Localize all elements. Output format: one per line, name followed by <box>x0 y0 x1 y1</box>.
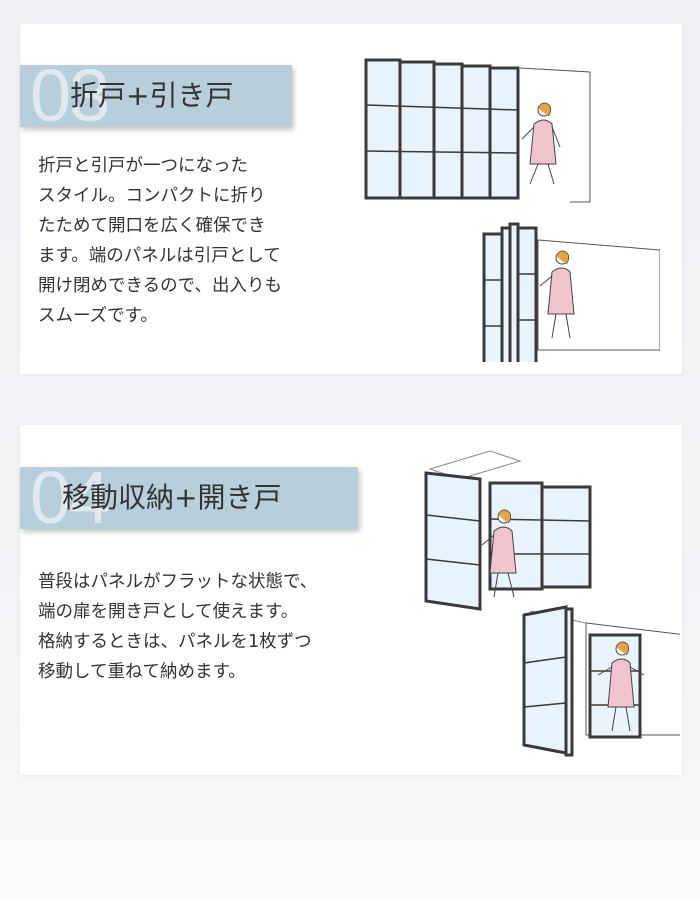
closed-panels-illustration <box>364 58 591 203</box>
person-icon <box>481 509 517 598</box>
description-line: 折戸と引戸が一つになった <box>38 156 248 176</box>
section-description: 普段はパネルがフラットな状態で、 端の扉を開き戸として使えます。 格納するときは… <box>38 567 418 687</box>
description-line: たためて開口を広く確保でき <box>38 216 266 236</box>
section-card-moving-storage-hinged: 04 移動収納+開き戸 普段はパネルがフラットな状態で、 端の扉を開き戸として使… <box>20 425 682 775</box>
section-label-bar: 03 折戸+引き戸 <box>20 65 292 127</box>
person-icon <box>521 102 561 185</box>
flat-panels-illustration <box>424 450 592 611</box>
section-description: 折戸と引戸が一つになった スタイル。コンパクトに折り たためて開口を広く確保でき… <box>38 151 368 331</box>
description-line: スタイル。コンパクトに折り <box>38 186 266 206</box>
person-icon <box>539 250 575 339</box>
description-line: 移動して重ねて納めます。 <box>38 662 246 682</box>
description-line: スムーズです。 <box>38 306 158 326</box>
section-title: 折戸+引き戸 <box>70 79 234 112</box>
section-number-watermark: 04 <box>30 467 110 529</box>
description-line: 開け閉めできるので、出入りも <box>38 276 282 296</box>
folded-panels-illustration <box>482 222 660 362</box>
person-icon <box>597 641 645 732</box>
section-label-bar: 04 移動収納+開き戸 <box>20 467 358 529</box>
folding-sliding-door-illustration <box>364 58 660 362</box>
stacked-panels-illustration <box>522 605 680 757</box>
description-line: 格納するときは、パネルを1枚ずつ <box>38 632 312 652</box>
description-line: 普段はパネルがフラットな状態で、 <box>38 572 318 592</box>
section-card-folding-sliding: 03 折戸+引き戸 折戸と引戸が一つになった スタイル。コンパクトに折り たため… <box>20 24 682 374</box>
section-number-watermark: 03 <box>30 65 110 127</box>
description-line: ます。端のパネルは引戸として <box>38 246 281 266</box>
moving-storage-door-illustration <box>424 450 680 757</box>
description-line: 端の扉を開き戸として使えます。 <box>38 602 299 622</box>
section-title: 移動収納+開き戸 <box>62 481 282 514</box>
